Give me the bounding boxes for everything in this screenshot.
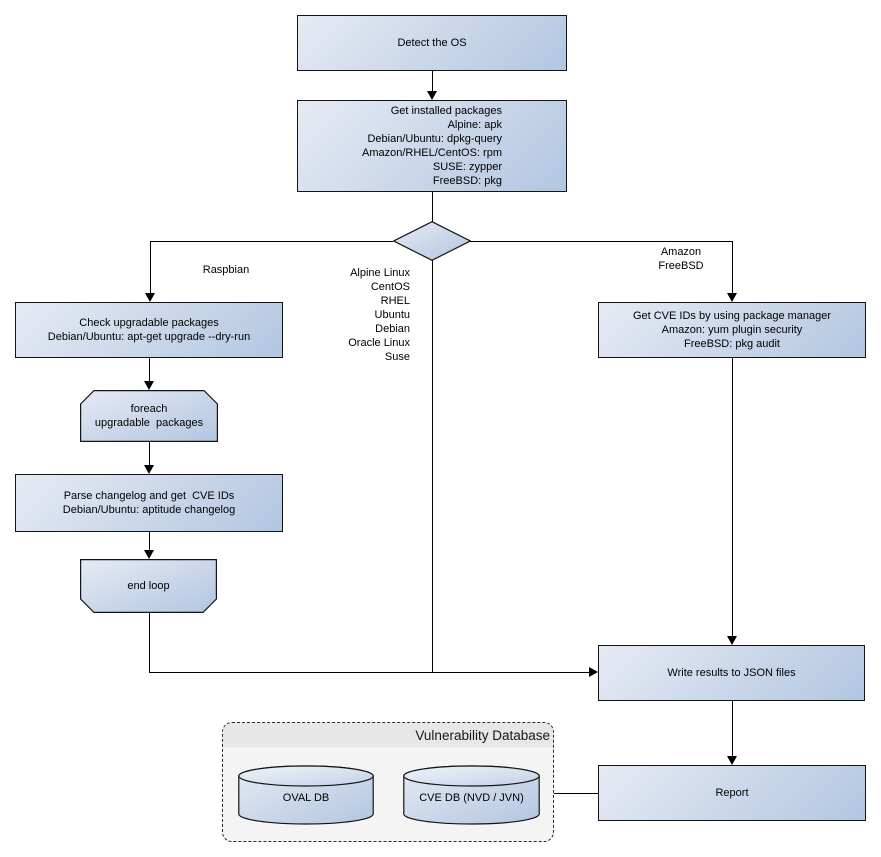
edge-label-amazon-freebsd: Amazon FreeBSD [658, 246, 704, 272]
connector-foreach-to-parse [149, 442, 150, 466]
node-label: Report [715, 787, 749, 799]
node-label: end loop [127, 580, 170, 592]
connector-left-down [150, 241, 151, 294]
loop-start-shape [80, 390, 218, 442]
edge-label-raspbian: Raspbian [202, 264, 250, 276]
vulnerability-db-header: Vulnerability Database [223, 723, 553, 747]
connector-endloop-down [149, 613, 150, 673]
node-end-loop: end loop [80, 559, 217, 613]
arrowhead [727, 293, 737, 302]
node-label: Parse changelog and get CVE IDs Debian/U… [62, 490, 236, 516]
connector-decision-middle-down [432, 260, 433, 673]
node-check-upgradable: Check upgradable packages Debian/Ubuntu:… [15, 302, 283, 358]
node-label: Write results to JSON files [667, 667, 796, 679]
database-cylinder-icon [403, 765, 540, 825]
connector-installed-to-decision [432, 192, 433, 222]
cylinder-cve-db: CVE DB (NVD / JVN) [403, 765, 540, 825]
arrowhead [144, 381, 154, 390]
cylinder-label: OVAL DB [282, 791, 330, 804]
connector-decision-left [150, 241, 393, 242]
cylinder-oval-db: OVAL DB [238, 765, 374, 825]
connector-merge-to-write [149, 672, 589, 673]
arrowhead [589, 667, 598, 677]
decision-diamond [393, 221, 471, 261]
connector-decision-right [470, 241, 732, 242]
node-get-cve-ids: Get CVE IDs by using package manager Ama… [598, 302, 866, 358]
node-parse-changelog: Parse changelog and get CVE IDs Debian/U… [15, 474, 283, 532]
arrowhead [144, 550, 154, 559]
vulnerability-db-title: Vulnerability Database [415, 727, 550, 743]
node-get-installed-packages: Get installed packages Alpine: apk Debia… [297, 100, 567, 192]
connector-cvedb-to-report [540, 793, 598, 794]
diamond-shape [393, 221, 471, 261]
connector-getcve-to-write [732, 358, 733, 637]
node-label: Detect the OS [397, 37, 467, 49]
connector-write-to-report [732, 701, 733, 757]
cylinder-label: CVE DB (NVD / JVN) [419, 791, 524, 804]
connector-check-to-foreach [149, 358, 150, 382]
arrowhead [427, 91, 437, 100]
connector-parse-to-endloop [149, 532, 150, 551]
database-cylinder-icon [238, 765, 374, 825]
node-label: Get installed packages Alpine: apk Debia… [362, 105, 502, 187]
node-detect-os: Detect the OS [297, 15, 567, 71]
node-write-results: Write results to JSON files [598, 645, 865, 701]
node-label: Get CVE IDs by using package manager Ama… [632, 310, 832, 350]
arrowhead [144, 465, 154, 474]
loop-end-shape [80, 559, 217, 613]
connector-right-down [732, 241, 733, 294]
node-foreach-loop: foreach upgradable packages [80, 390, 218, 442]
connector-detect-to-installed [432, 71, 433, 92]
arrowhead [727, 756, 737, 765]
node-label: foreach upgradable packages [94, 403, 204, 429]
edge-label-os-list: Alpine Linux CentOS RHEL Ubuntu Debian O… [348, 267, 410, 363]
node-report: Report [598, 765, 866, 821]
node-label: Check upgradable packages Debian/Ubuntu:… [47, 317, 251, 343]
arrowhead [727, 636, 737, 645]
arrowhead [145, 293, 155, 302]
